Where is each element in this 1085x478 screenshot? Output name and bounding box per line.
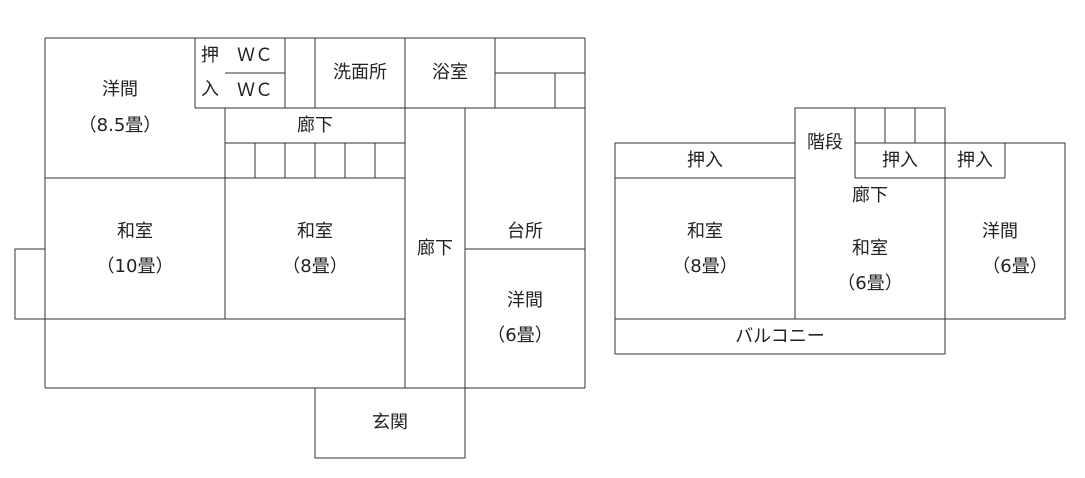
label-japanese-room-2f-6: 和室 [852, 238, 888, 259]
label-balcony: バルコニー [735, 326, 825, 347]
label-closet-2f-center: 押入 [882, 150, 918, 171]
label-washroom: 洗面所 [333, 62, 387, 83]
label-corridor-2f: 廊下 [852, 185, 888, 206]
label-bathroom: 浴室 [432, 62, 468, 83]
label-wc-2: ＷＣ [237, 80, 273, 101]
label-western-room-1-size: （8.5畳） [79, 115, 162, 136]
label-closet-2f-left: 押入 [687, 150, 723, 171]
label-stairs: 階段 [807, 132, 843, 153]
label-entrance: 玄関 [372, 412, 408, 433]
entrance-room [314, 387, 466, 459]
label-closet-2f-right: 押入 [957, 150, 993, 171]
label-corridor-upper: 廊下 [297, 115, 333, 136]
label-western-room-2-size: （6畳） [487, 325, 552, 346]
second-floor-plan [614, 107, 1066, 355]
label-closet-1b: 入 [201, 79, 219, 100]
label-japanese-room-8: 和室 [297, 221, 333, 242]
first-floor-plan [14, 37, 586, 459]
label-japanese-room-10: 和室 [117, 221, 153, 242]
label-western-room-1: 洋間 [102, 79, 138, 100]
label-closet-1a: 押 [201, 45, 219, 66]
label-japanese-room-8-size: （8畳） [282, 256, 347, 277]
label-kitchen: 台所 [507, 221, 543, 242]
label-japanese-room-2f-6-size: （6畳） [837, 273, 902, 294]
label-western-room-2: 洋間 [507, 290, 543, 311]
bay-window [14, 248, 46, 320]
label-western-room-2f: 洋間 [982, 221, 1018, 242]
label-western-room-2f-size: （6畳） [982, 256, 1047, 277]
label-corridor-center: 廊下 [417, 238, 453, 259]
label-japanese-room-2f-8-size: （8畳） [672, 256, 737, 277]
label-japanese-room-2f-8: 和室 [687, 221, 723, 242]
label-wc-1: ＷＣ [237, 45, 273, 66]
balcony [614, 318, 946, 355]
label-japanese-room-10-size: （10畳） [97, 256, 174, 277]
